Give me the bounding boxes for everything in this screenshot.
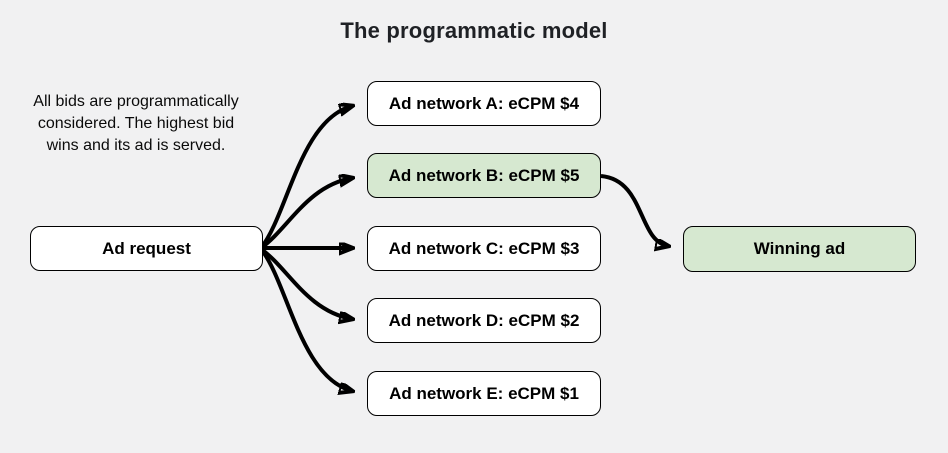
ad-request-box: Ad request bbox=[30, 226, 263, 271]
network-box-c: Ad network C: eCPM $3 bbox=[367, 226, 601, 271]
arrow-adrequest-to-network-d bbox=[259, 247, 352, 319]
network-box-d: Ad network D: eCPM $2 bbox=[367, 298, 601, 343]
network-box-a: Ad network A: eCPM $4 bbox=[367, 81, 601, 126]
note-line-2: considered. The highest bid bbox=[37, 115, 235, 132]
network-box-e: Ad network E: eCPM $1 bbox=[367, 371, 601, 416]
arrow-adrequest-to-network-b bbox=[259, 178, 352, 250]
note-line-3: wins and its ad is served. bbox=[46, 137, 226, 154]
network-a-label: Ad network A: eCPM $4 bbox=[388, 93, 580, 113]
network-e-label: Ad network E: eCPM $1 bbox=[389, 383, 579, 403]
note-text: All bids are programmatically considered… bbox=[8, 91, 264, 157]
ad-request-label: Ad request bbox=[102, 238, 191, 258]
arrow-adrequest-to-network-a bbox=[259, 106, 352, 250]
arrow-adrequest-to-network-e bbox=[259, 247, 352, 391]
diagram-title: The programmatic model bbox=[340, 18, 608, 43]
winning-ad-label: Winning ad bbox=[753, 239, 846, 258]
network-box-b: Ad network B: eCPM $5 bbox=[367, 153, 601, 198]
network-d-label: Ad network D: eCPM $2 bbox=[388, 310, 580, 330]
note-line-1: All bids are programmatically bbox=[33, 93, 239, 110]
network-c-label: Ad network C: eCPM $3 bbox=[388, 238, 580, 258]
arrow-network-b-to-winning bbox=[600, 174, 668, 246]
network-b-label: Ad network B: eCPM $5 bbox=[388, 165, 580, 185]
winning-ad-box: Winning ad bbox=[683, 226, 916, 272]
